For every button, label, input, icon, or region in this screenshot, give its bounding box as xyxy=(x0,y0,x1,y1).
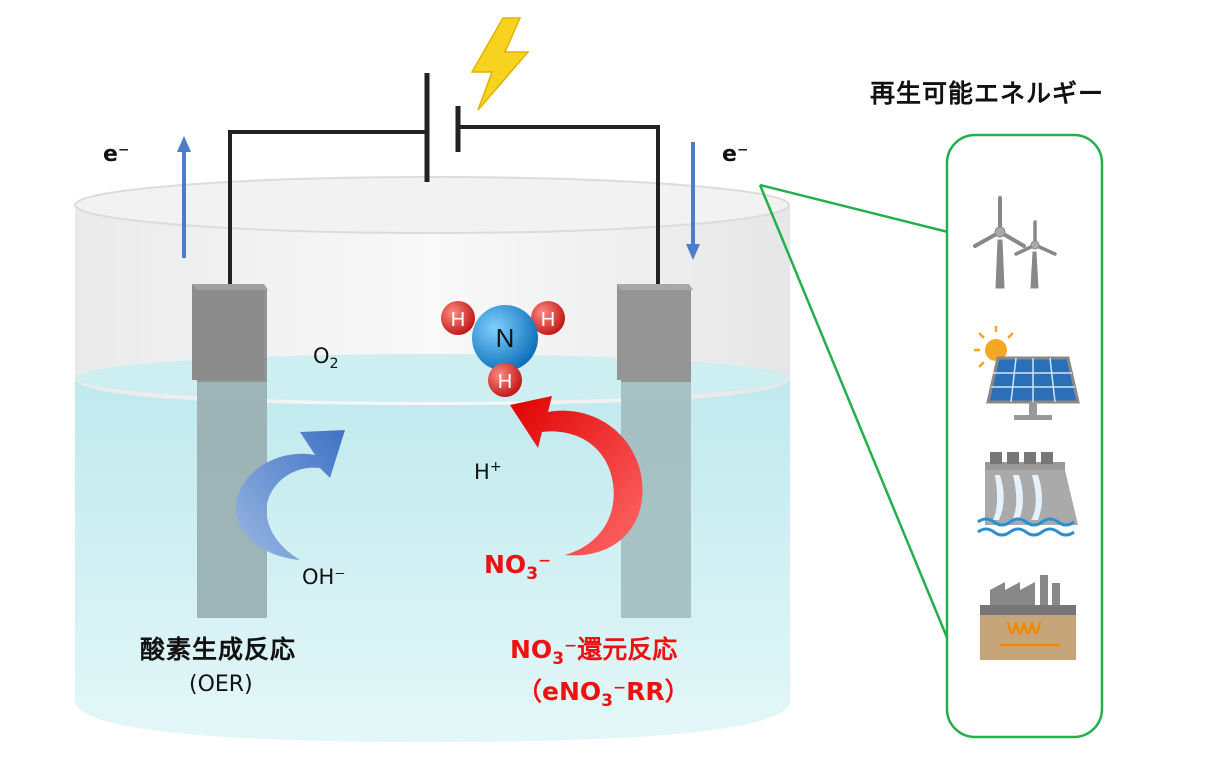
oxygen-label: O2 xyxy=(313,344,339,373)
electron-arrow-down xyxy=(686,142,700,260)
electron-label-right: e⁻ xyxy=(722,142,749,167)
ammonia-molecule: N H H H xyxy=(441,301,565,397)
oer-label-jp: 酸素生成反応 xyxy=(140,635,297,664)
nitrate-label: NO3⁻ xyxy=(484,550,552,584)
solar-panel-icon xyxy=(974,326,1080,420)
electron-label-left: e⁻ xyxy=(103,142,130,167)
enrr-label-en: （eNO3⁻RR） xyxy=(517,677,690,711)
callout-lines xyxy=(758,183,950,641)
enrr-arrow xyxy=(510,396,643,556)
enrr-label-jp: NO3⁻還元反応 xyxy=(510,635,678,669)
n-atom-label: N xyxy=(496,323,515,353)
h-atom-label: H xyxy=(541,309,555,331)
wind-turbines-icon xyxy=(973,196,1057,289)
hydroxide-label: OH⁻ xyxy=(302,565,346,589)
geothermal-factory-icon xyxy=(980,575,1076,660)
oer-label-en: (OER) xyxy=(189,672,253,697)
proton-label: H+ xyxy=(474,459,502,484)
battery-icon xyxy=(424,73,461,182)
h-atom-label: H xyxy=(498,371,512,393)
hydro-dam-icon xyxy=(977,452,1078,537)
electron-arrow-up xyxy=(177,136,191,258)
lightning-icon xyxy=(470,17,530,111)
anode-electrode xyxy=(192,284,268,618)
circuit-wire xyxy=(228,125,660,290)
h-atom-label: H xyxy=(451,309,465,331)
renewable-energy-title: 再生可能エネルギー xyxy=(870,79,1105,108)
oer-arrow xyxy=(235,430,345,560)
renewable-sources-panel xyxy=(945,133,1104,739)
